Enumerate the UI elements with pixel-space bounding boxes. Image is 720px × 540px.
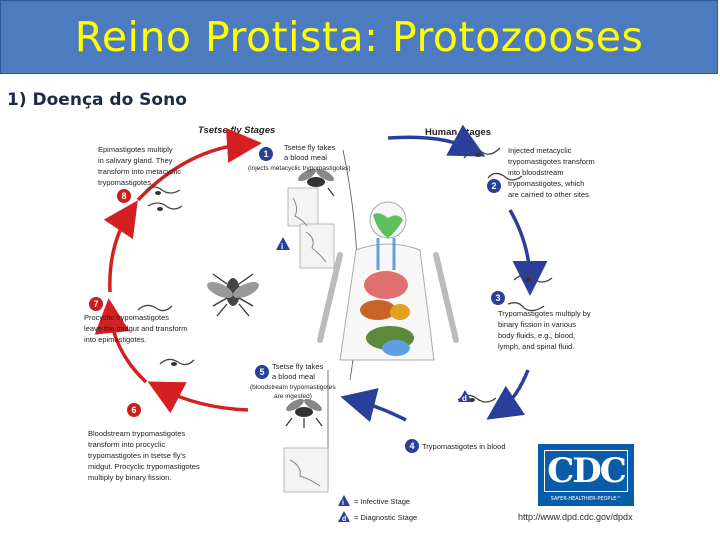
svg-text:Bloodstream trypomastigotes: Bloodstream trypomastigotes [88,429,185,438]
legend-diagnostic-label: = Diagnostic Stage [354,513,417,522]
legend: i = Infective Stage d = Diagnostic Stage [338,495,417,523]
cdc-logo: CDC SAFER·HEALTHIER·PEOPLE™ [538,444,634,506]
svg-text:trypomastigotes.: trypomastigotes. [98,178,153,187]
svg-text:(injects metacyclic trypomasti: (injects metacyclic trypomastigotes) [248,165,351,172]
stage-6-caption: Bloodstream trypomastigotes transform in… [88,429,200,482]
infective-stage-marker: i [276,237,290,251]
tsetse-fly-center [205,274,261,316]
svg-text:i: i [342,500,344,507]
svg-text:trypomastigotes in tsetse fly': trypomastigotes in tsetse fly's [88,451,186,460]
svg-text:d: d [342,516,346,523]
svg-text:transform into procyclic: transform into procyclic [88,440,165,449]
arrow-2-to-3 [510,210,530,282]
svg-text:in salivary gland. They: in salivary gland. They [98,156,173,165]
svg-text:trypomastigotes transform: trypomastigotes transform [508,157,595,166]
midgut-inset-bottom [284,448,328,492]
svg-text:7: 7 [93,299,98,309]
svg-text:trypomastigotes, which: trypomastigotes, which [508,179,584,188]
arrow-1-to-2 [388,137,473,150]
stage-number-4: 4 [405,439,419,453]
stage-7-caption: Procyclic trypomastigotes leave the midg… [84,313,187,344]
arrow-4-to-5 [354,400,406,420]
arrow-7-to-8 [110,212,130,292]
svg-text:3: 3 [495,293,500,303]
svg-text:lymph, and spinal fluid.: lymph, and spinal fluid. [498,342,574,351]
slide-subtitle: 1) Doença do Sono [7,90,187,110]
svg-text:binary fission in various: binary fission in various [498,320,576,329]
cdc-tagline: SAFER·HEALTHIER·PEOPLE™ [540,496,632,502]
stage-number-3: 3 [491,291,505,305]
svg-text:1: 1 [263,149,268,159]
svg-text:body fluids, e.g., blood,: body fluids, e.g., blood, [498,331,575,340]
midgut-inset-top [300,224,334,268]
svg-text:2: 2 [491,181,496,191]
svg-text:into bloodstream: into bloodstream [508,168,563,177]
legend-infective-icon [338,495,350,506]
svg-text:transform into metacyclic: transform into metacyclic [98,167,181,176]
slide-title: Reino Protista: Protozooses [75,13,644,61]
stage-8-caption: Epimastigotes multiply in salivary gland… [98,145,181,187]
svg-text:multiply by binary fission.: multiply by binary fission. [88,473,171,482]
arrow-3-to-4 [498,370,528,412]
tsetse-fly-bottom [284,397,323,428]
stage-number-7: 7 [89,297,103,311]
salivary-gland-inset [288,188,318,226]
stage-number-8: 8 [117,189,131,203]
arrow-6-to-7 [110,312,146,382]
svg-text:are carried to other sites.: are carried to other sites. [508,190,591,199]
stage-2-caption: Injected metacyclic trypomastigotes tran… [508,146,595,199]
source-url: http://www.dpd.cdc.gov/dpdx [518,512,633,522]
legend-infective-label: = Infective Stage [354,497,410,506]
svg-text:midgut. Procyclic trypomastigo: midgut. Procyclic trypomastigotes [88,462,200,471]
svg-text:4: 4 [409,441,414,451]
stage-number-6: 6 [127,403,141,417]
human-stages-heading: Human Stages [425,127,491,138]
svg-text:8: 8 [121,191,126,201]
svg-text:Epimastigotes multiply: Epimastigotes multiply [98,145,173,154]
svg-text:into epimastigotes.: into epimastigotes. [84,335,147,344]
svg-text:Trypomastigotes in blood: Trypomastigotes in blood [422,442,506,451]
svg-text:are ingested): are ingested) [274,393,312,400]
svg-text:5: 5 [259,367,264,377]
svg-text:d: d [462,394,467,403]
diagnostic-stage-marker: d [458,390,472,403]
title-bar: Reino Protista: Protozooses [0,0,718,74]
stage-number-5: 5 [255,365,269,379]
stage-number-2: 2 [487,179,501,193]
svg-text:(bloodstream trypomastigotes: (bloodstream trypomastigotes [250,384,336,391]
svg-text:Trypomastigotes multiply by: Trypomastigotes multiply by [498,309,591,318]
svg-text:Procyclic trypomastigotes: Procyclic trypomastigotes [84,313,169,322]
svg-text:a blood meal: a blood meal [284,153,327,162]
stage-number-1: 1 [259,147,273,161]
parasite-nuclei [155,153,531,402]
svg-text:i: i [281,242,283,251]
stage-3-caption: Trypomastigotes multiply by binary fissi… [498,309,591,351]
svg-text:Injected metacyclic: Injected metacyclic [508,146,572,155]
svg-text:Tsetse fly takes: Tsetse fly takes [284,143,336,152]
svg-text:leave the midgut and transform: leave the midgut and transform [84,324,187,333]
svg-text:6: 6 [131,405,136,415]
svg-text:Tsetse fly takes: Tsetse fly takes [272,362,324,371]
arrow-5-to-6 [160,388,248,410]
tsetse-stages-heading: Tsetse fly Stages [198,125,275,136]
svg-text:a blood meal: a blood meal [272,372,315,381]
stage-4-caption: Trypomastigotes in blood [422,442,506,451]
human-body-illustration [320,202,456,360]
